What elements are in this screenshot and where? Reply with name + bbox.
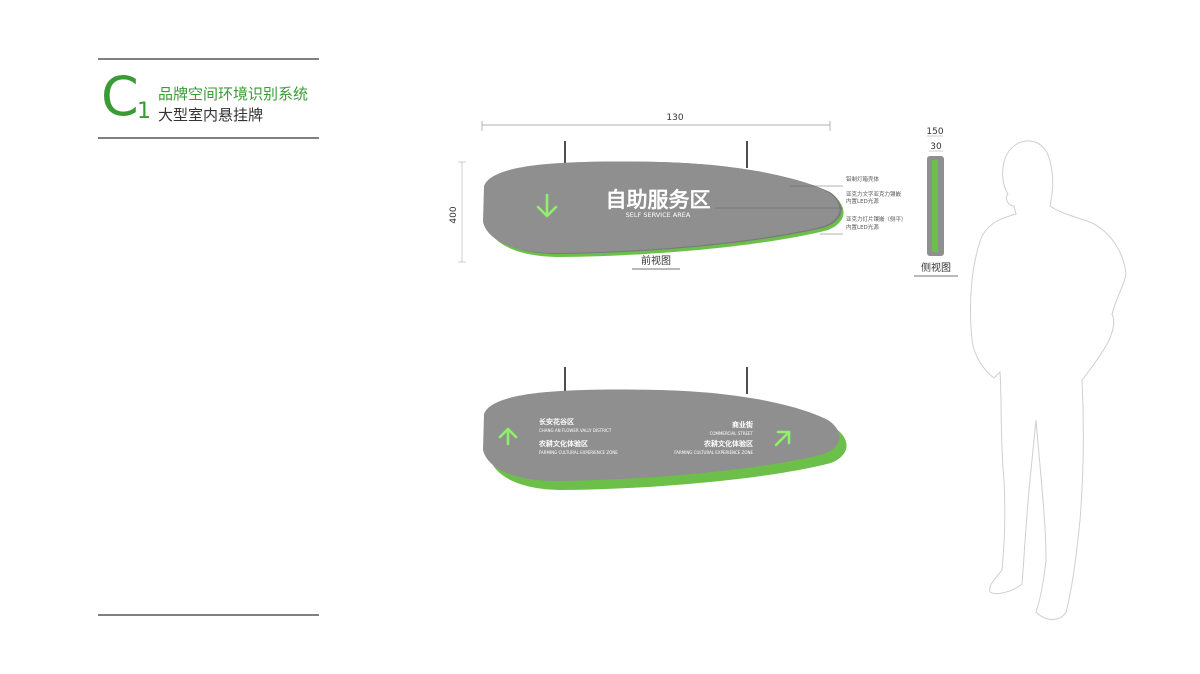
direction-sign: 长安花谷区 CHANG AN FLOWER VALLY DISTRICT 农耕文… xyxy=(483,367,847,490)
front-view: 130 400 自助服务区 SELF SERVICE AREA 铝制灯箱壳体 亚… xyxy=(449,113,907,270)
left-destination-2-en: FARMING CULTURAL EXPERIENCE ZONE xyxy=(539,450,618,455)
right-destination-1-en: COMMERCIAL STREET xyxy=(710,431,754,436)
sign-body-front xyxy=(483,161,840,253)
note-housing: 铝制灯箱壳体 xyxy=(846,175,880,183)
side-view-caption: 侧视图 xyxy=(921,261,951,274)
header-bottom-rule xyxy=(98,137,319,139)
width-dimension-label: 130 xyxy=(666,113,683,123)
right-destination-2-en: FARMING CULTURAL EXPERIENCE ZONE xyxy=(674,450,753,455)
sign-subtitle: SELF SERVICE AREA xyxy=(626,211,691,219)
side-view: 150 30 侧视图 xyxy=(914,127,958,277)
section-title: 大型室内悬挂牌 xyxy=(158,106,264,124)
side-inner-dimension: 30 xyxy=(930,142,942,152)
arrow-up-icon xyxy=(498,427,518,446)
sign-title: 自助服务区 xyxy=(606,188,711,212)
note-led-1: 内置LED光源 xyxy=(846,197,879,205)
side-outer-dimension: 150 xyxy=(926,127,943,137)
direction-sign-body xyxy=(483,389,840,481)
section-letter: C xyxy=(101,65,139,128)
front-view-caption: 前视图 xyxy=(641,254,671,267)
height-dimension-label: 400 xyxy=(449,206,459,223)
right-destination-1: 商业街 xyxy=(732,420,753,429)
right-destination-2: 农耕文化体验区 xyxy=(703,439,753,448)
arrow-up-right-icon xyxy=(774,430,791,447)
system-title: 品牌空间环境识别系统 xyxy=(158,85,309,103)
left-destination-1: 长安花谷区 xyxy=(539,417,574,426)
left-destination-1-en: CHANG AN FLOWER VALLY DISTRICT xyxy=(539,428,612,433)
footer-rule xyxy=(98,614,319,616)
section-number: 1 xyxy=(137,99,151,124)
note-acrylic-text: 亚克力文字亚克力镶嵌 xyxy=(846,190,902,198)
left-destination-2: 农耕文化体验区 xyxy=(538,439,588,448)
note-led-2: 内置LED光源 xyxy=(846,223,879,231)
human-scale-figure xyxy=(969,140,1127,620)
top-rule xyxy=(98,58,319,60)
arrow-down-icon xyxy=(536,193,558,218)
side-view-led xyxy=(932,160,938,252)
note-acrylic-panel: 亚克力灯片镶嵌（侧平） xyxy=(846,215,907,223)
